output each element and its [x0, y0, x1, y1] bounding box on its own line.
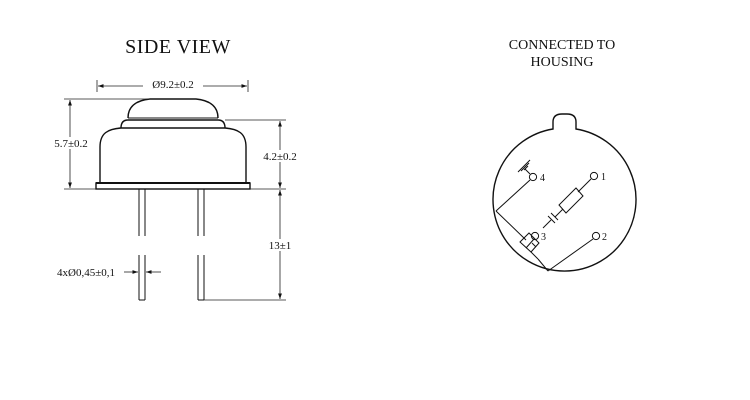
pin-2: 2	[591, 231, 607, 243]
housing-outline	[492, 113, 637, 272]
lead-diameter-label: 4xØ0,45±0,1	[57, 267, 115, 279]
capacitor-symbol	[542, 212, 559, 229]
side-view-title: SIDE VIEW	[125, 36, 231, 58]
pin-4: 4	[517, 159, 545, 184]
total-height-label: 5.7±0.2	[54, 138, 88, 150]
sensor-element-symbol	[495, 179, 594, 272]
pin-4-label: 4	[540, 173, 545, 184]
diameter-label: Ø9.2±0.2	[152, 79, 193, 91]
lead-diameter-dimension: 4xØ0,45±0,1	[57, 267, 161, 279]
pin-1: 1	[589, 171, 606, 183]
body-height-dimension: 4.2±0.2	[225, 119, 301, 190]
total-height-dimension: 5.7±0.2	[50, 98, 150, 190]
pin-2-label: 2	[602, 232, 607, 243]
body-height-label: 4.2±0.2	[263, 151, 297, 163]
bottom-view: CONNECTED TO HOUSING 4 1 3 2	[492, 38, 637, 272]
diameter-dimension: Ø9.2±0.2	[96, 78, 249, 92]
lead-length-label: 13±1	[269, 240, 292, 252]
lead-length-dimension: 13±1	[204, 190, 295, 301]
pin-3-label: 3	[541, 232, 546, 243]
sensor-body	[95, 98, 251, 190]
bottom-view-title-line2: HOUSING	[531, 55, 594, 70]
sensor-leads	[138, 189, 205, 301]
side-view: SIDE VIEW Ø9.2±0.2	[50, 36, 301, 301]
bottom-view-title-line1: CONNECTED TO	[509, 38, 615, 53]
pin-1-label: 1	[601, 172, 606, 183]
resistor-symbol	[554, 178, 592, 218]
